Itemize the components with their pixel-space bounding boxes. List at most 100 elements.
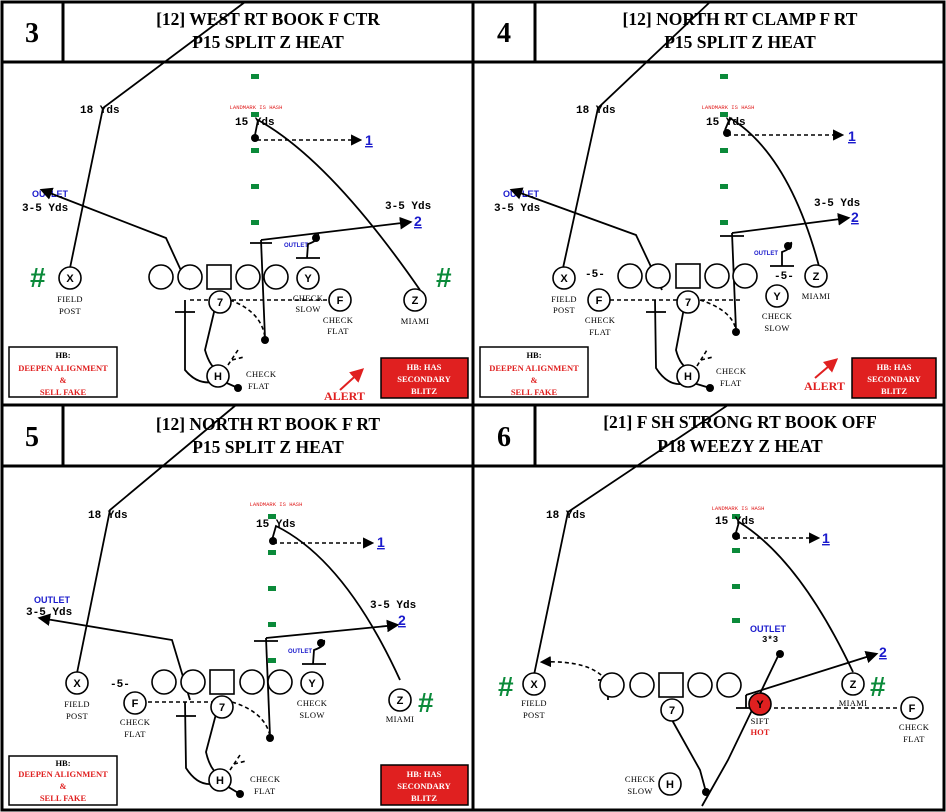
hb-note-box: HB: DEEPEN ALIGNMENT & SELL FAKE: [8, 755, 118, 806]
svg-text:F: F: [132, 698, 139, 710]
svg-text:X: X: [560, 273, 568, 285]
player-qb: 7: [210, 695, 234, 719]
svg-text:CHECK: CHECK: [250, 774, 281, 784]
svg-text:FIELD: FIELD: [551, 294, 577, 304]
header-play-4: 4 [12] NORTH RT CLAMP F RT P15 SPLIT Z H…: [497, 9, 858, 52]
svg-text:HB: HAS: HB: HAS: [877, 362, 912, 372]
hash-marker-right: #: [870, 671, 886, 702]
hb-note-box: HB: DEEPEN ALIGNMENT & SELL FAKE: [479, 346, 589, 398]
svg-text:SLOW: SLOW: [295, 304, 320, 314]
route-end-dot: [702, 788, 710, 796]
player-y: Y CHECK SLOW: [297, 671, 327, 720]
svg-text:7: 7: [685, 297, 691, 309]
route-end-dot: [261, 336, 269, 344]
play-title-line2: P15 SPLIT Z HEAT: [192, 32, 344, 52]
route-end-dot: [784, 242, 792, 250]
route-end-dot: [312, 234, 320, 242]
svg-text:SELL FAKE: SELL FAKE: [40, 387, 87, 397]
player-f: F CHECK FLAT: [585, 288, 615, 337]
hash-marker-left: #: [498, 671, 514, 702]
svg-text:MIAMI: MIAMI: [839, 698, 867, 708]
player-qb: 7: [208, 290, 232, 314]
svg-text:SIFT: SIFT: [751, 716, 770, 726]
play-diagram-6: LANDMARK IS HASH 18 Yds 15 Yds 1 2 OUTLE…: [498, 404, 929, 807]
routes: [39, 1, 421, 389]
svg-text:SELL FAKE: SELL FAKE: [40, 793, 87, 803]
split-label-left: -5-: [585, 269, 605, 281]
svg-text:&: &: [59, 375, 66, 385]
svg-text:POST: POST: [59, 306, 81, 316]
svg-text:POST: POST: [553, 305, 575, 315]
read-number-2: 2: [414, 213, 422, 229]
depth-label-15: 15 Yds: [715, 516, 755, 528]
hash-marker-left: #: [30, 262, 46, 293]
play-diagram-5: LANDMARK IS HASH 18 Yds 15 Yds OUTLET 3-…: [8, 404, 469, 806]
svg-text:SECONDARY: SECONDARY: [397, 374, 451, 384]
svg-text:CHECK: CHECK: [293, 293, 324, 303]
depth-label-3-5-right: 3-5 Yds: [370, 600, 416, 612]
svg-text:POST: POST: [523, 710, 545, 720]
outlet-label: OUTLET: [34, 595, 70, 605]
svg-text:F: F: [909, 703, 916, 715]
player-z: Z MIAMI: [839, 672, 867, 708]
depth-label-3-5-left: 3-5 Yds: [26, 607, 72, 619]
player-f: F CHECK FLAT: [323, 288, 353, 336]
depth-label-15: 15 Yds: [706, 117, 746, 129]
svg-text:HB: HAS: HB: HAS: [407, 769, 442, 779]
svg-text:FLAT: FLAT: [124, 729, 146, 739]
play-title-line2: P15 SPLIT Z HEAT: [192, 437, 344, 457]
field-hash-line: [720, 74, 728, 225]
split-note: 3*3: [762, 635, 778, 645]
header-play-3: 3 [12] WEST RT BOOK F CTR P15 SPLIT Z HE…: [25, 9, 380, 52]
svg-text:HB:: HB:: [55, 758, 70, 768]
svg-text:Z: Z: [813, 271, 820, 283]
route-end-dot: [776, 650, 784, 658]
hash-marker-right: #: [418, 687, 434, 718]
svg-text:FLAT: FLAT: [327, 326, 349, 336]
read-number-1: 1: [365, 132, 373, 148]
player-h: H CHECK FLAT: [208, 768, 281, 796]
svg-text:SECONDARY: SECONDARY: [397, 781, 451, 791]
svg-text:DEEPEN ALIGNMENT: DEEPEN ALIGNMENT: [18, 363, 108, 373]
svg-text:H: H: [214, 371, 222, 383]
svg-text:SLOW: SLOW: [627, 786, 652, 796]
route-break-dot: [723, 129, 731, 137]
header-play-5: 5 [12] NORTH RT BOOK F RT P15 SPLIT Z HE…: [25, 414, 380, 457]
routes: [509, 1, 851, 389]
svg-text:7: 7: [217, 297, 223, 309]
svg-text:Y: Y: [756, 699, 764, 711]
landmark-note: LANDMARK IS HASH: [230, 104, 283, 111]
svg-text:DEEPEN ALIGNMENT: DEEPEN ALIGNMENT: [489, 363, 579, 373]
svg-text:7: 7: [219, 702, 225, 714]
outlet-label: OUTLET: [750, 624, 786, 634]
play-number: 5: [25, 422, 39, 453]
blitz-note-box: HB: HAS SECONDARY BLITZ: [380, 357, 469, 399]
svg-text:FLAT: FLAT: [589, 327, 611, 337]
svg-text:SELL FAKE: SELL FAKE: [511, 387, 558, 397]
svg-text:FIELD: FIELD: [64, 699, 90, 709]
player-z: Z MIAMI: [802, 264, 830, 301]
hash-marker-right: #: [436, 262, 452, 293]
route-end-dot: [732, 328, 740, 336]
svg-text:H: H: [216, 775, 224, 787]
play-title-line1: [12] WEST RT BOOK F CTR: [156, 9, 380, 29]
offensive-line: [148, 264, 289, 290]
field-hash-line: [732, 514, 740, 623]
read-number-2: 2: [851, 209, 859, 225]
route-break-dot: [269, 537, 277, 545]
landmark-note: LANDMARK IS HASH: [702, 104, 755, 111]
svg-text:Y: Y: [304, 273, 312, 285]
offensive-line: [617, 263, 758, 289]
play-diagram-3: LANDMARK IS HASH 18 Yds 15 Yds OUTLET 3-…: [8, 1, 469, 403]
svg-text:FLAT: FLAT: [254, 786, 276, 796]
svg-text:FLAT: FLAT: [248, 381, 270, 391]
depth-label-3-5-left: 3-5 Yds: [22, 203, 68, 215]
player-qb: 7: [676, 290, 700, 314]
svg-text:FIELD: FIELD: [521, 698, 547, 708]
player-z: Z MIAMI: [401, 288, 429, 326]
svg-text:Z: Z: [850, 679, 857, 691]
field-hash-line: [268, 514, 276, 663]
split-label-right: -5-: [774, 271, 794, 283]
depth-label-18: 18 Yds: [546, 510, 586, 522]
